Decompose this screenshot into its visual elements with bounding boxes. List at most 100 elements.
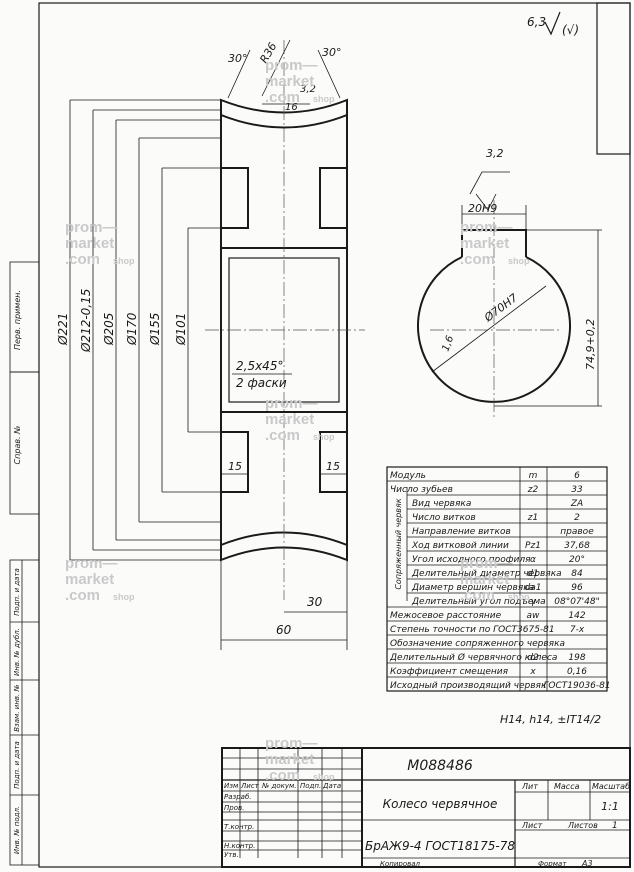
tb-format-value: А3 — [581, 859, 593, 868]
watermark-text: .com — [265, 767, 300, 784]
dim-d205: Ø205 — [102, 313, 116, 346]
watermark-text: prom— — [265, 395, 318, 412]
margin-label-first-use: Перв. примен. — [13, 290, 22, 350]
margin-label-ref-no: Справ. № — [13, 426, 22, 465]
tb-lit-label: Лит — [521, 782, 538, 791]
param-label-9: Делительный угол подъема — [411, 597, 546, 607]
watermark-text: market — [265, 411, 314, 428]
dim-width-half: 30 — [307, 595, 323, 609]
param-value-4: правое — [560, 527, 594, 537]
param-value-11: 7-x — [570, 625, 585, 635]
tb-role-developer: Разраб. — [224, 793, 252, 801]
param-symbol-9: γ — [530, 597, 536, 607]
margin-label-sign-date-2: Подп. и дата — [13, 741, 21, 789]
watermark-text: .com — [265, 89, 300, 106]
wheel-section-view — [205, 39, 365, 600]
param-symbol-14: x — [529, 667, 536, 677]
sheet-frame — [38, 2, 631, 868]
watermark-text: .com — [265, 427, 300, 444]
dim-d170: Ø170 — [125, 312, 139, 346]
watermark-text: market — [460, 571, 509, 588]
param-value-14: 0,16 — [567, 667, 587, 677]
tb-copied: Копировал — [380, 860, 421, 868]
param-label-6: Угол исходного профиля — [412, 555, 531, 565]
watermark-text: market — [65, 235, 114, 252]
dim-d212: Ø212-0,15 — [79, 289, 93, 353]
top-roughness: 3,2 — [300, 84, 316, 95]
groove-dimensions: 15 15 — [221, 460, 347, 475]
tb-col-sign: Подп. — [300, 782, 321, 790]
param-value-8: 96 — [571, 583, 583, 593]
param-label-2: Вид червяка — [412, 499, 471, 509]
watermark-shop-text: shop — [113, 256, 135, 266]
material: БрАЖ9-4 ГОСТ18175-78 — [365, 839, 515, 853]
param-label-12: Обозначение сопряженного червяка — [390, 639, 565, 649]
angle-left: 30° — [228, 52, 248, 65]
groove-left: 15 — [228, 460, 242, 473]
margin-label-replace-inv: Взам. инв. № — [13, 684, 21, 732]
tb-mass-label: Масса — [554, 782, 580, 791]
param-value-6: 20° — [569, 555, 585, 565]
left-margin-strip: Перв. примен. Справ. № Подп. и дата Инв.… — [9, 261, 40, 866]
margin-label-sign-date-1: Подп. и дата — [13, 568, 21, 616]
chamfer-size: 2,5x45° — [236, 359, 283, 373]
param-label-15: Исходный производящий червяк — [390, 681, 547, 691]
param-symbol-0: m — [529, 471, 538, 481]
hub-roughness: 3,2 — [486, 147, 504, 160]
param-value-0: 6 — [574, 471, 580, 481]
hub-small-dim: 1,6 — [440, 334, 456, 353]
param-label-3: Число витков — [412, 513, 476, 523]
watermark-text: market — [265, 73, 314, 90]
watermark-shop-text: shop — [313, 94, 335, 104]
param-value-2: ZA — [570, 499, 583, 509]
param-symbol-13: d2 — [527, 653, 539, 663]
dim-d155: Ø155 — [148, 313, 162, 346]
param-value-5: 37,68 — [564, 541, 590, 551]
param-value-9: 08°07'48" — [554, 597, 599, 607]
watermark-text: .com — [65, 251, 100, 268]
param-label-8: Диаметр вершин червяка — [411, 583, 534, 593]
param-label-13: Делительный Ø червячного колеса — [389, 652, 557, 663]
tb-scale-value: 1:1 — [601, 800, 619, 813]
diameter-dimensions: Ø221 Ø212-0,15 Ø205 Ø170 Ø155 Ø101 — [56, 99, 221, 561]
watermark-text: market — [65, 571, 114, 588]
watermark-text: prom— — [460, 219, 513, 236]
watermark-text: prom— — [265, 57, 318, 74]
tb-sheets-value: 1 — [612, 821, 618, 831]
param-label-1: Число зубьев — [390, 485, 453, 495]
title-block: Изм Лист № докум. Подп. Дата Разраб. Про… — [221, 747, 631, 868]
dim-d221: Ø221 — [56, 313, 70, 346]
tolerance-note: H14, h14, ±IT14/2 — [500, 713, 601, 726]
watermark-text: .com — [460, 587, 495, 604]
param-label-14: Коэффициент смещения — [390, 667, 509, 677]
top-dim-16: 16 — [285, 102, 298, 113]
watermark-shop-text: shop — [313, 772, 335, 782]
watermark-text: prom— — [65, 555, 118, 572]
hub-keyway-width: 20H9 — [468, 202, 497, 215]
part-name: Колесо червячное — [383, 797, 498, 811]
corner-box — [596, 2, 631, 155]
groove-right: 15 — [326, 460, 340, 473]
margin-label-orig-inv: Инв. № подл. — [13, 806, 21, 854]
roughness-note: (√) — [562, 23, 579, 37]
param-label-4: Направление витков — [412, 527, 511, 537]
param-value-1: 33 — [571, 485, 583, 495]
tb-role-tech-control: Т.контр. — [224, 823, 254, 831]
chamfer-count: 2 фаски — [236, 376, 287, 390]
watermark-text: prom— — [265, 735, 318, 752]
param-value-10: 142 — [568, 611, 585, 621]
param-value-15: ГОСТ19036-81 — [543, 681, 610, 691]
roughness-check-icon — [544, 11, 561, 36]
watermark-text: market — [265, 751, 314, 768]
watermark-text: market — [460, 235, 509, 252]
tb-role-approved: Утв. — [224, 851, 239, 859]
param-label-10: Межосевое расстояние — [390, 611, 502, 621]
width-dimensions: 30 60 — [220, 560, 348, 650]
hub-keyway-depth: 74,9+0,2 — [584, 319, 597, 370]
general-roughness: 6,3 (√) — [527, 11, 579, 37]
tb-sheet-label: Лист — [521, 821, 543, 830]
tb-col-date: Дата — [322, 782, 341, 790]
